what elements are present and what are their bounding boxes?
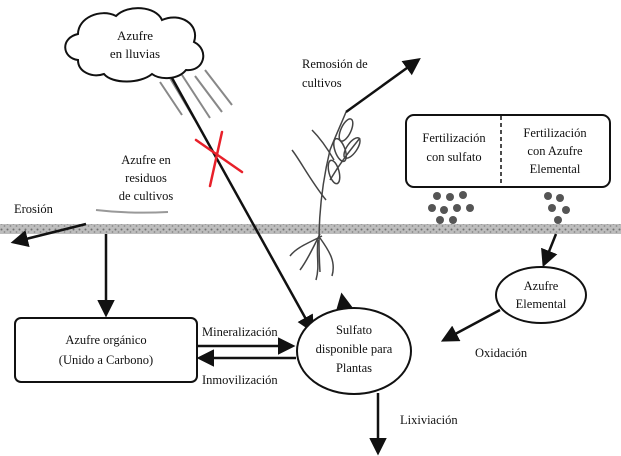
plant-icon <box>289 111 361 281</box>
cloud-label-line2: en lluvias <box>110 46 160 61</box>
soil-surface <box>0 224 621 234</box>
sulfate-node <box>296 307 412 395</box>
arrow-fert-to-elemental <box>541 233 558 268</box>
residues-line2: residuos <box>125 171 167 185</box>
organic-sulfur-node <box>14 317 198 383</box>
cloud-label-line1: Azufre <box>117 28 153 43</box>
residues-line1: Azufre en <box>121 153 171 167</box>
fertilizer-box <box>405 114 611 188</box>
elemental-line1: Azufre <box>524 279 559 293</box>
residue-litter-icon <box>95 209 169 214</box>
erosion-label: Erosión <box>14 202 54 216</box>
crop-removal-line2: cultivos <box>302 76 342 90</box>
residues-line3: de cultivos <box>119 189 174 203</box>
leaching-label: Lixiviación <box>400 413 458 427</box>
organic-line2: (Unido a Carbono) <box>59 353 153 367</box>
arrow-rain-to-sulfate <box>170 77 314 334</box>
sulfate-line1: Sulfato <box>336 323 372 337</box>
arrow-crop-removal <box>345 57 421 114</box>
elemental-granules-icon <box>544 192 570 224</box>
arrow-erosion <box>10 222 87 248</box>
arrow-oxidation <box>440 308 501 342</box>
sulfate-line2: disponible para <box>316 342 393 356</box>
fert-elemental-line2: con Azufre <box>527 144 583 158</box>
elemental-sulfur-node <box>495 266 587 324</box>
fert-elemental-line3: Elemental <box>530 162 581 176</box>
elemental-line2: Elemental <box>516 297 567 311</box>
fert-elemental-line1: Fertilización <box>523 126 587 140</box>
fert-sulfate-line2: con sulfato <box>426 150 481 164</box>
fert-sulfate-line1: Fertilización <box>422 131 486 145</box>
mineralization-label: Mineralización <box>202 325 278 339</box>
crop-removal-line1: Remosión de <box>302 57 368 71</box>
oxidation-label: Oxidación <box>475 346 528 360</box>
sulfate-granules-icon <box>428 191 474 224</box>
sulfate-line3: Plantas <box>336 361 372 375</box>
red-cross-icon <box>194 130 244 188</box>
organic-line1: Azufre orgánico <box>65 333 146 347</box>
cloud-icon <box>64 7 205 83</box>
immobilization-label: Inmovilización <box>202 373 278 387</box>
